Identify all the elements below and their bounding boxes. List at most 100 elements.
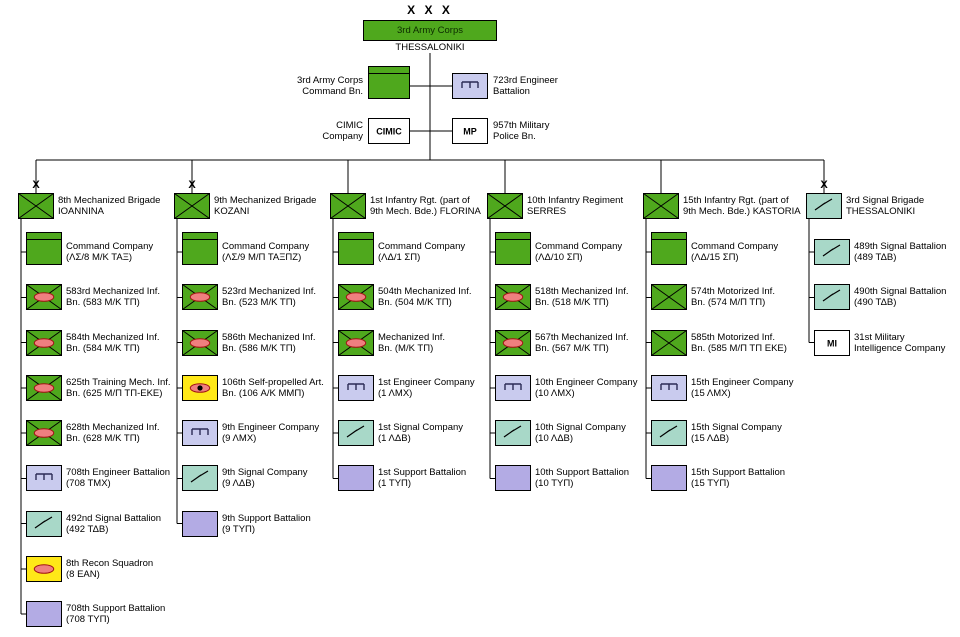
engineer-icon (452, 73, 488, 99)
unit-label: 708th Engineer Battalion(708 ΤΜΧ) (66, 467, 171, 490)
engineer-icon (495, 374, 531, 401)
support-icon (26, 601, 62, 627)
unit-node-engineer (182, 420, 218, 446)
unit-node-mech (182, 284, 218, 311)
svg-text:CIMIC: CIMIC (376, 127, 402, 137)
mech-icon (338, 284, 374, 311)
unit-node-hq (26, 232, 62, 265)
signal-icon (495, 420, 531, 446)
unit-node-engineer (26, 465, 62, 492)
unit-label: 584th Mechanized Inf.Bn. (584 Μ/Κ ΤΠ) (66, 331, 160, 354)
unit-node-signal (26, 510, 62, 537)
unit-label: 523rd Mechanized Inf.Bn. (523 Μ/Κ ΤΠ) (222, 286, 317, 309)
unit-label: 15th Support Battalion(15 ΤΥΠ) (691, 467, 786, 490)
unit-node-support (182, 510, 218, 537)
unit-node-support (26, 601, 62, 627)
support-icon (182, 510, 218, 537)
engineer-icon (338, 374, 374, 401)
unit-label: 10th Signal Company(10 ΛΔΒ) (535, 422, 626, 444)
unit-label: Command Company(ΛΣ/8 Μ/Κ ΤΑΞ) (66, 241, 154, 263)
unit-node-motorized (651, 329, 687, 356)
unit-label: 628th Mechanized Inf.Bn. (628 Μ/Κ ΤΠ) (66, 422, 160, 444)
unit-node-hq (651, 232, 687, 265)
unit-node-textbox: MI (814, 329, 850, 356)
unit-label: 15th Engineer Company(15 ΛΜΧ) (691, 376, 794, 399)
unit-node-engineer (651, 374, 687, 401)
mech-icon (26, 284, 62, 311)
mech-icon (495, 284, 531, 311)
unit-node-infantry (330, 193, 366, 219)
unit-label: Command Company(ΛΔ/10 ΣΠ) (535, 241, 623, 263)
unit-node-support (338, 465, 374, 492)
infantry-icon (330, 193, 366, 219)
signal-icon (26, 510, 62, 537)
textbox-icon: MI (814, 329, 850, 356)
mech-icon (26, 374, 62, 401)
unit-node-hq (368, 66, 410, 99)
unit-label: Command Company(ΛΔ/15 ΣΠ) (691, 241, 779, 263)
unit-node-mech (338, 284, 374, 311)
corps-box: 3rd Army Corps (363, 20, 497, 41)
unit-label: 586th Mechanized Inf.Bn. (586 Μ/Κ ΤΠ) (222, 331, 316, 354)
unit-label: 583rd Mechanized Inf.Bn. (583 Μ/Κ ΤΠ) (66, 286, 161, 309)
infantry-icon (487, 193, 523, 219)
unit-label: 9th Signal Company(9 ΛΔΒ) (222, 467, 308, 490)
hq-icon (182, 232, 218, 265)
corps-echelon-mark: X X X (407, 3, 453, 17)
unit-node-engineer (495, 374, 531, 401)
mech-icon (182, 284, 218, 311)
unit-node-signal (338, 420, 374, 446)
hq-icon (338, 232, 374, 265)
unit-label: 492nd Signal Battalion(492 ΤΔΒ) (66, 512, 162, 535)
unit-node-textbox: MP (452, 118, 488, 144)
unit-node-signal (182, 465, 218, 492)
mech-icon (182, 329, 218, 356)
echelon-mark: X (820, 179, 828, 191)
infantry-icon (643, 193, 679, 219)
unit-label: 489th Signal Battalion(489 ΤΔΒ) (854, 241, 947, 263)
unit-label: 10th Engineer Company(10 ΛΜΧ) (535, 376, 638, 399)
unit-label: 15th Signal Company(15 ΛΔΒ) (691, 422, 782, 444)
unit-node-mech (26, 420, 62, 446)
textbox-icon: CIMIC (368, 118, 410, 144)
unit-node-signal (651, 420, 687, 446)
unit-label: 8th Recon Squadron(8 ΕΑΝ) (66, 557, 154, 580)
unit-label: 106th Self-propelled Art.Bn. (106 Α/Κ ΜΜ… (222, 376, 324, 399)
unit-node-textbox: CIMIC (368, 118, 410, 144)
unit-label: 504th Mechanized Inf.Bn. (504 Μ/Κ ΤΠ) (378, 286, 472, 309)
unit-label: 585th Motorized Inf.Bn. (585 Μ/Π ΤΠ ΕΚΕ) (691, 331, 787, 354)
unit-label: 574th Motorized Inf.Bn. (574 Μ/Π ΤΠ) (691, 286, 775, 309)
infantry-icon (18, 193, 54, 219)
signal-icon (651, 420, 687, 446)
mech-icon (338, 329, 374, 356)
support-icon (651, 465, 687, 492)
svg-text:MI: MI (827, 338, 837, 348)
unit-node-engineer (338, 374, 374, 401)
corps-name: 3rd Army Corps (397, 25, 463, 36)
mech-icon (26, 420, 62, 446)
support-icon (338, 465, 374, 492)
unit-node-recon (26, 555, 62, 582)
motorized-icon (651, 284, 687, 311)
sp-artillery-icon (182, 374, 218, 401)
unit-node-signal (814, 239, 850, 265)
unit-node-mech (26, 329, 62, 356)
engineer-icon (651, 374, 687, 401)
mech-icon (26, 329, 62, 356)
infantry-icon (174, 193, 210, 219)
unit-node-engineer (452, 73, 488, 99)
unit-label: 9th Engineer Company(9 ΛΜΧ) (222, 422, 320, 444)
unit-node-infantry (643, 193, 679, 219)
echelon-mark: X (32, 179, 40, 191)
unit-node-sp-artillery (182, 374, 218, 401)
corps-location: THESSALONIKI (395, 42, 465, 53)
unit-label: 708th Support Battalion(708 ΤΥΠ) (66, 603, 166, 625)
